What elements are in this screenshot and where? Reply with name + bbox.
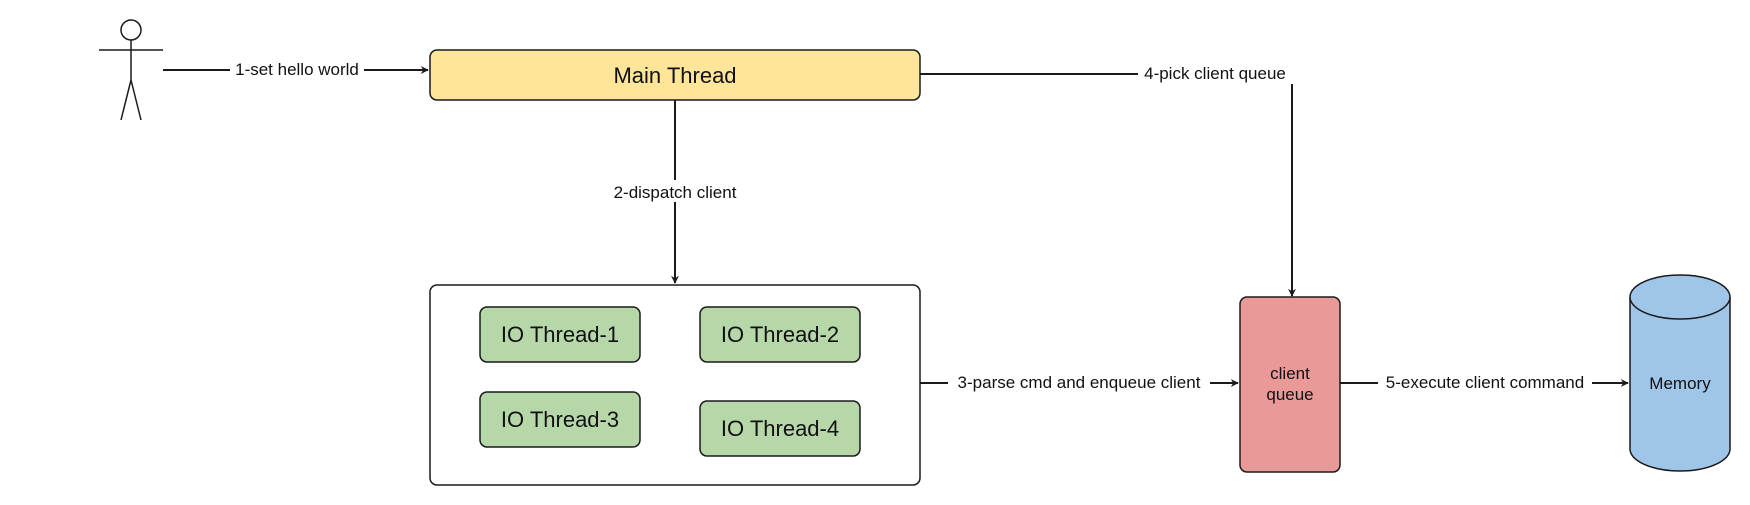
user-actor-icon <box>99 19 163 121</box>
io-thread-1-label: IO Thread-1 <box>501 322 619 347</box>
main-thread-label: Main Thread <box>613 63 736 88</box>
main-thread-node: Main Thread <box>429 49 921 101</box>
client-queue-node: client queue <box>1239 296 1341 473</box>
memory-node: Memory <box>1629 274 1731 472</box>
edge-execute-client-command: 5-execute client command <box>1340 371 1629 393</box>
io-thread-4-node: IO Thread-4 <box>699 400 861 457</box>
edge-dispatch-client-label: 2-dispatch client <box>614 183 737 202</box>
edge-dispatch-client: 2-dispatch client <box>605 100 745 284</box>
memory-label: Memory <box>1649 374 1711 393</box>
edge-set-hello-world-label: 1-set hello world <box>235 60 359 79</box>
io-thread-2-label: IO Thread-2 <box>721 322 839 347</box>
edge-execute-client-command-label: 5-execute client command <box>1386 373 1584 392</box>
memory-cylinder-top <box>1629 274 1731 320</box>
edge-pick-client-queue-label: 4-pick client queue <box>1144 64 1286 83</box>
io-thread-3-label: IO Thread-3 <box>501 407 619 432</box>
io-thread-2-node: IO Thread-2 <box>699 306 861 363</box>
edge-parse-and-enqueue: 3-parse cmd and enqueue client <box>920 371 1239 393</box>
io-thread-1-node: IO Thread-1 <box>479 306 641 363</box>
io-thread-4-label: IO Thread-4 <box>721 416 839 441</box>
edge-set-hello-world: 1-set hello world <box>163 58 429 80</box>
client-queue-label-line1: client <box>1270 364 1310 383</box>
edge-parse-and-enqueue-label: 3-parse cmd and enqueue client <box>958 373 1201 392</box>
edge-pick-client-queue-line <box>920 73 1296 297</box>
edge-pick-client-queue: 4-pick client queue <box>920 62 1296 297</box>
io-threads-container: IO Thread-1 IO Thread-2 IO Thread-3 IO T… <box>429 284 921 486</box>
io-thread-3-node: IO Thread-3 <box>479 391 641 448</box>
client-queue-label-line2: queue <box>1266 385 1313 404</box>
